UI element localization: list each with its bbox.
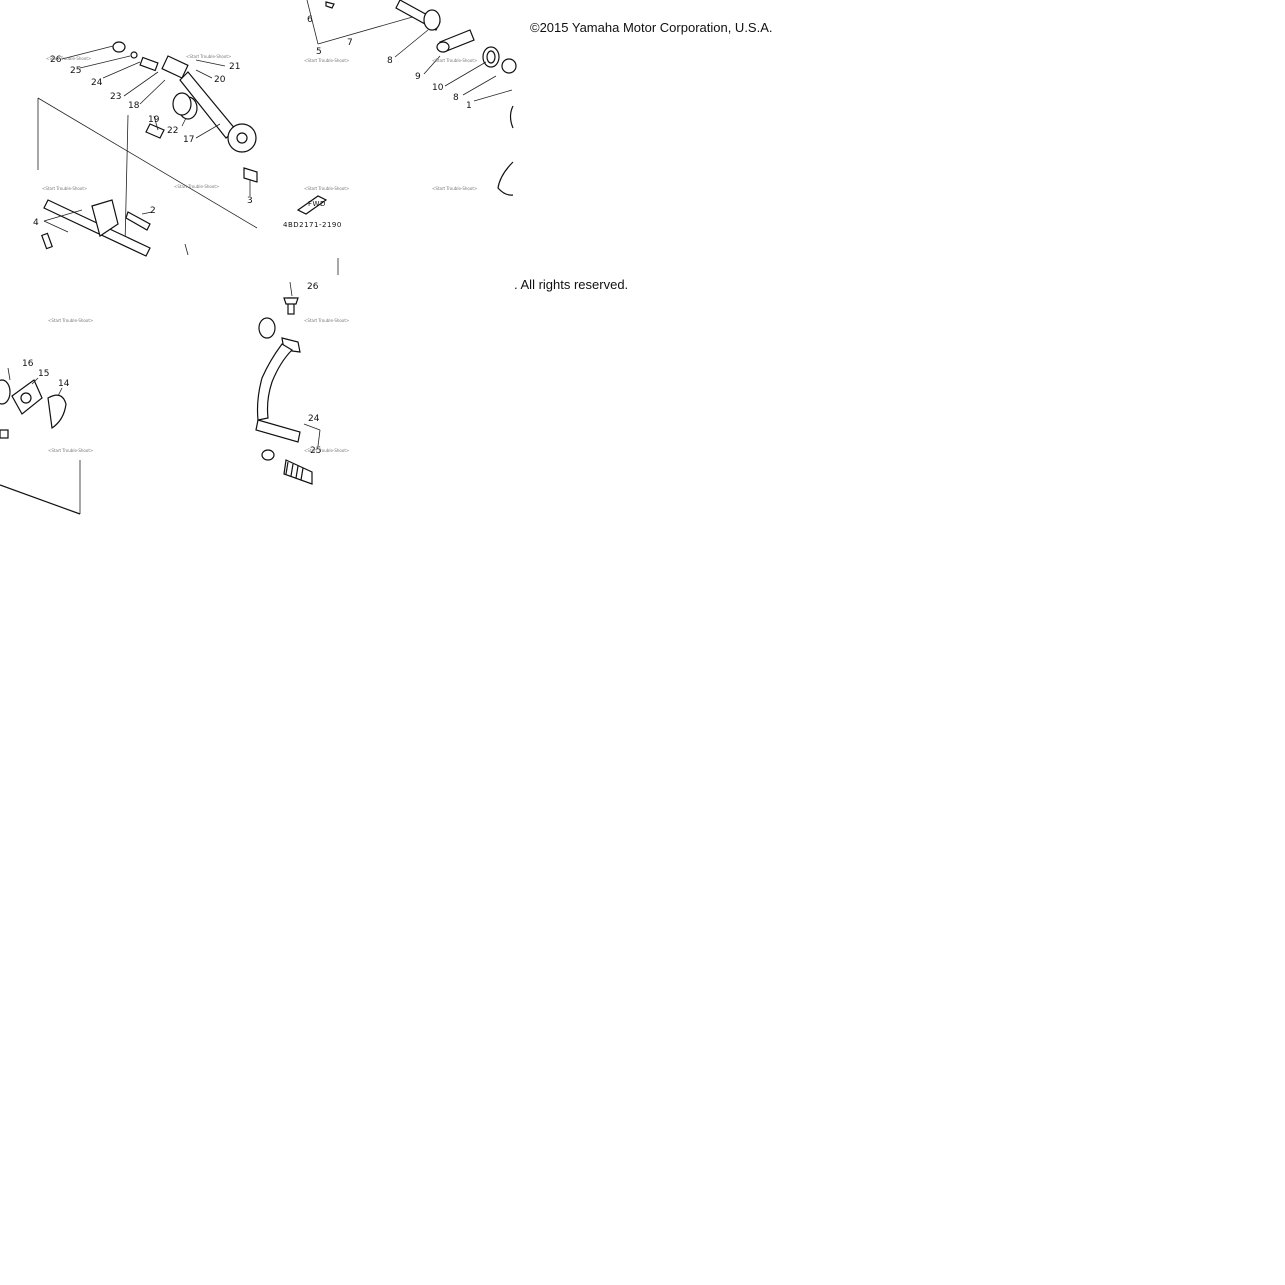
callout-1: 1 <box>466 101 472 111</box>
diagram-tile-top-middle: 6 5 7 8 9 10 8 1 <Start Trouble-Shoot> <… <box>283 0 517 275</box>
callout-12: 15 <box>38 369 49 379</box>
watermark: <Start Trouble-Shoot> <box>186 54 231 59</box>
copyright-text: ©2015 Yamaha Motor Corporation, U.S.A. <box>530 20 773 35</box>
diagram-tile-top-left: 26 25 24 23 18 19 21 20 22 17 3 2 4 <Sta… <box>33 41 258 257</box>
callout-21: 25 <box>70 66 81 76</box>
callout-10: 10 <box>432 83 444 93</box>
watermark: <Start Trouble-Shoot> <box>432 58 477 63</box>
callout-2: 2 <box>150 206 156 216</box>
callout-3: 3 <box>247 196 253 206</box>
callout-4: 4 <box>33 218 39 228</box>
callout-15: 18 <box>128 101 140 111</box>
rights-reserved-text: . All rights reserved. <box>514 277 629 292</box>
watermark: <Start Trouble-Shoot> <box>304 448 349 453</box>
watermark: <Start Trouble-Shoot> <box>432 186 477 191</box>
callout-5: 5 <box>316 47 322 57</box>
watermark: <Start Trouble-Shoot> <box>46 56 91 61</box>
callout-24: 24 <box>308 414 320 424</box>
watermark: <Start Trouble-Shoot> <box>48 318 93 323</box>
callout-25: 25 <box>310 446 321 456</box>
callout-7: 7 <box>347 38 353 48</box>
watermark: <Start Trouble-Shoot> <box>174 184 219 189</box>
callout-16: 19 <box>148 115 160 125</box>
diagram-tile-bottom-middle: 26 24 25 <Start Trouble-Shoot> <Start Tr… <box>255 281 349 485</box>
callout-9: 9 <box>415 72 421 82</box>
callout-11: 14 <box>58 379 70 389</box>
callout-20: 24 <box>91 78 103 88</box>
callout-8b: 8 <box>453 93 459 103</box>
diagram-tile-bottom-left: 16 15 14 <Start Trouble-Shoot> <Start Tr… <box>0 318 93 515</box>
watermark: <Start Trouble-Shoot> <box>42 186 87 191</box>
callout-19: 23 <box>110 92 121 102</box>
callout-17: 20 <box>214 75 226 85</box>
watermark: <Start Trouble-Shoot> <box>304 186 349 191</box>
callout-6: 6 <box>307 15 313 25</box>
callout-14: 17 <box>183 135 194 145</box>
watermark: <Start Trouble-Shoot> <box>48 448 93 453</box>
callout-8: 8 <box>387 56 393 66</box>
callout-26: 26 <box>307 282 319 292</box>
watermark: <Start Trouble-Shoot> <box>304 58 349 63</box>
callout-18: 21 <box>229 62 240 72</box>
watermark: <Start Trouble-Shoot> <box>304 318 349 323</box>
callout-13: 16 <box>22 359 34 369</box>
fwd-label: FWD <box>308 200 326 208</box>
callout-22: 26 <box>50 55 62 65</box>
part-code: 4BD2171-2190 <box>283 221 342 229</box>
callout-23: 22 <box>167 126 178 136</box>
